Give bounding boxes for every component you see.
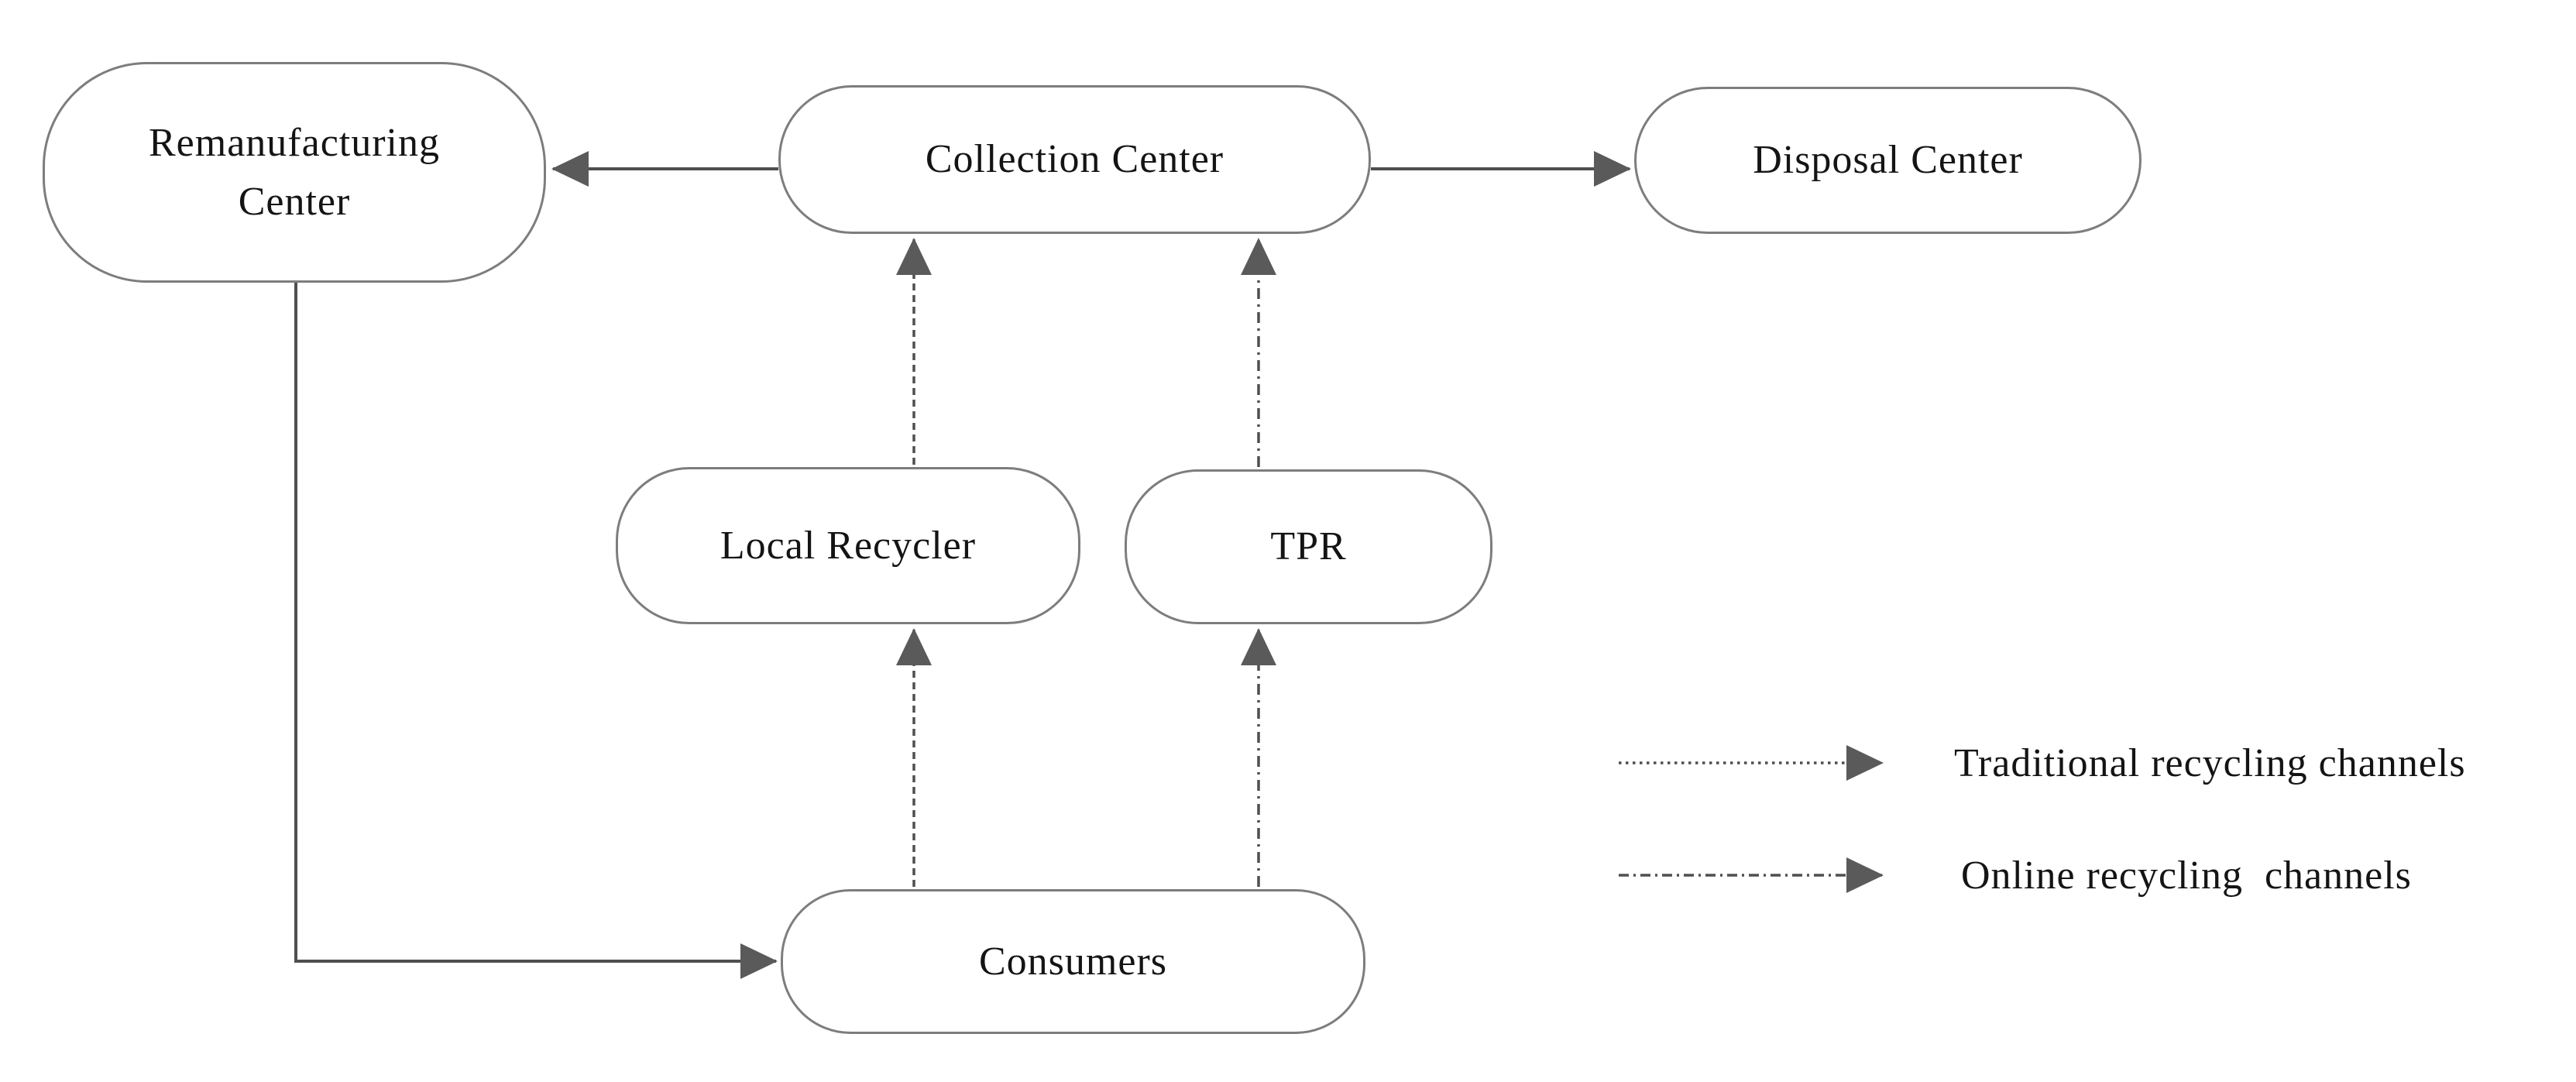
node-label: Local Recycler: [720, 523, 977, 568]
node-remanufacturing-center: Remanufacturing Center: [43, 62, 546, 283]
node-tpr: TPR: [1125, 469, 1492, 624]
node-label: Collection Center: [925, 137, 1224, 182]
node-local-recycler: Local Recycler: [616, 467, 1080, 624]
legend-label-traditional-recycling-channels: Traditional recycling channels: [1954, 740, 2466, 785]
legend-label-online-recycling-channels: Online recycling channels: [1961, 853, 2412, 898]
node-consumers: Consumers: [781, 889, 1365, 1034]
node-label: Remanufacturing Center: [149, 121, 440, 224]
node-collection-center: Collection Center: [778, 85, 1371, 234]
node-label: TPR: [1270, 524, 1347, 569]
node-label: Consumers: [979, 939, 1167, 984]
node-label: Disposal Center: [1753, 138, 2023, 183]
node-disposal-center: Disposal Center: [1634, 87, 2142, 234]
connector-remanufacturing-to-consumers: [294, 283, 778, 979]
